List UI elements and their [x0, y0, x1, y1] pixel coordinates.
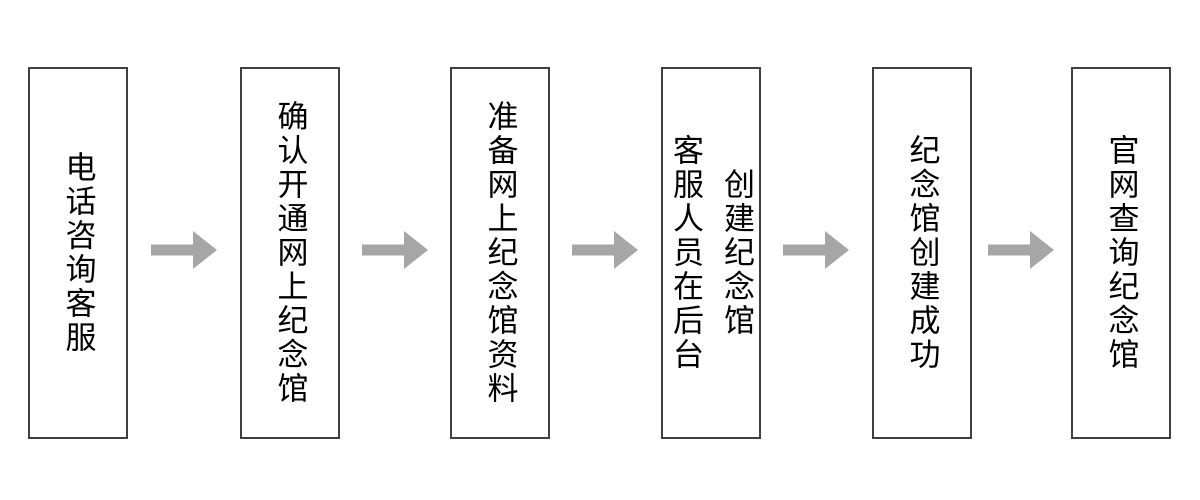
flow-step-label: 准备网上纪念馆资料 [482, 100, 518, 406]
flow-step-create-success: 纪念馆创建成功 [872, 67, 972, 439]
flow-step-prepare-materials: 准备网上纪念馆资料 [450, 67, 550, 439]
flow-step-label-col2: 创建纪念馆 [719, 168, 754, 338]
flow-step-label-col1: 客服人员在后台 [668, 134, 703, 372]
right-arrow-icon [362, 231, 428, 269]
flow-step-label: 官网查询纪念馆 [1103, 134, 1139, 372]
flow-step-backend-create: 客服人员在后台 创建纪念馆 [661, 67, 761, 439]
flow-step-label: 电话咨询客服 [60, 151, 96, 355]
flow-step-confirm-open: 确认开通网上纪念馆 [240, 67, 340, 439]
right-arrow-icon [572, 231, 638, 269]
flow-step-label: 纪念馆创建成功 [904, 134, 940, 372]
right-arrow-icon [783, 231, 849, 269]
right-arrow-icon [151, 231, 217, 269]
right-arrow-icon [988, 231, 1054, 269]
flow-step-query-official-site: 官网查询纪念馆 [1071, 67, 1171, 439]
flow-step-label: 确认开通网上纪念馆 [272, 100, 308, 406]
flow-step-phone-consult: 电话咨询客服 [28, 67, 128, 439]
